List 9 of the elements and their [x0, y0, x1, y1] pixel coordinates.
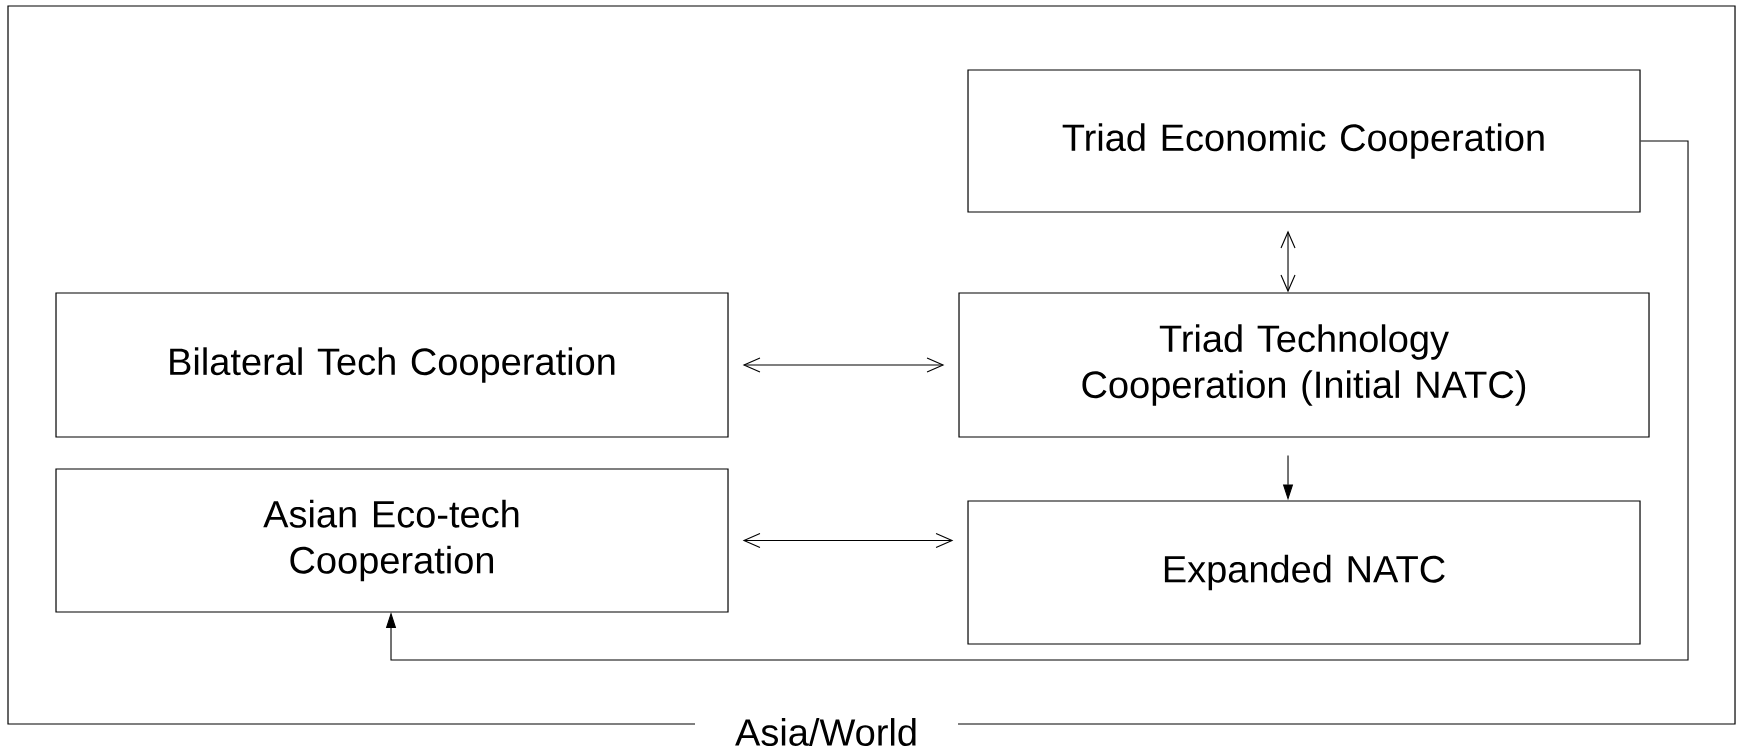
process-box: Asian Eco-tech Cooperation — [55, 468, 729, 613]
process-box: Triad Technology Cooperation (Initial NATC) — [958, 292, 1650, 438]
arrow — [385, 140, 1689, 661]
arrow — [742, 532, 954, 549]
arrow — [742, 357, 945, 373]
process-box: Expanded NATC — [967, 500, 1641, 645]
process-box: Triad Economic Cooperation — [967, 69, 1641, 213]
process-box: Bilateral Tech Cooperation — [55, 292, 729, 438]
arrow — [1280, 230, 1296, 293]
